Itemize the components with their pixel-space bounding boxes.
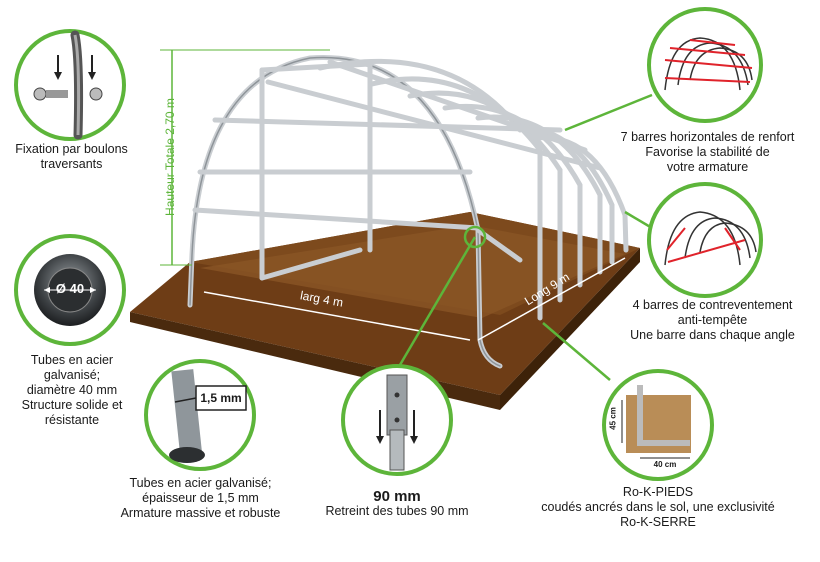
horizontal-bars-illustration <box>664 37 753 91</box>
shrink-title: 90 mm <box>373 488 421 505</box>
greenhouse-frame <box>187 54 629 369</box>
bolts-callout-circle <box>14 29 126 141</box>
tube-cross-section <box>34 254 106 326</box>
horizontal-callout-circle <box>647 7 763 123</box>
feet-height-label: 45 cm <box>608 407 618 430</box>
feet-width-label: 40 cm <box>653 460 677 469</box>
bolt-illustration <box>33 30 103 140</box>
feet-illustration <box>621 385 691 459</box>
bracing-callout-circle <box>647 182 763 298</box>
joint-highlight-ring <box>463 225 487 249</box>
thickness-caption: Tubes en acier galvanisé;épaisseur de 1,… <box>120 476 281 520</box>
bracing-illustration <box>664 211 757 266</box>
tube-diameter-badge: Ø 40 <box>55 281 85 296</box>
thickness-badge: 1,5 mm <box>200 391 242 405</box>
shrink-illustration <box>376 374 418 471</box>
shrink-caption: 90 mm Retreint des tubes 90 mm <box>312 489 482 519</box>
height-dimension-label: Hauteur Totale 2,70 m <box>163 98 177 216</box>
leader-lines <box>395 93 653 381</box>
dimension-lines <box>203 257 626 341</box>
thickness-illustration <box>169 369 247 463</box>
